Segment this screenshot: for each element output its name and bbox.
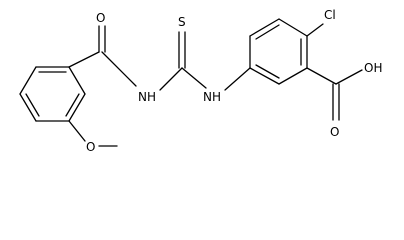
bond	[255, 24, 280, 40]
carboxyl-oxygen-label: O	[330, 125, 339, 139]
thio-nh-label: NH	[203, 90, 221, 104]
bond	[68, 120, 86, 142]
bond	[249, 67, 280, 85]
bond	[255, 64, 280, 79]
bond	[68, 66, 86, 95]
bond	[68, 93, 86, 122]
bond	[306, 67, 337, 85]
bond	[278, 67, 308, 85]
bond	[181, 67, 207, 89]
bond	[68, 51, 100, 68]
amide-nh-label: NH	[138, 90, 156, 104]
bond	[25, 93, 40, 117]
bond	[224, 67, 251, 91]
chlorine-label: Cl	[324, 8, 336, 22]
structure-diagram: O O NH S NH Cl OH O	[19, 8, 382, 154]
chlorobenzoic-ring	[249, 18, 308, 85]
methoxyphenyl-ring	[19, 66, 86, 122]
bond	[278, 18, 308, 37]
carbonyl-oxygen-label: O	[96, 11, 105, 25]
bond	[101, 51, 137, 87]
bond	[19, 66, 37, 95]
bond	[249, 18, 280, 37]
thio-sulfur-label: S	[178, 15, 186, 29]
bond	[306, 23, 324, 37]
methoxy-oxygen-label: O	[86, 140, 95, 154]
molecule-drawing: O O NH S NH Cl OH O	[19, 8, 382, 154]
bond	[335, 69, 363, 85]
bond	[19, 93, 37, 122]
bond	[159, 67, 183, 91]
bond	[65, 93, 80, 117]
carboxyl-oh-label: OH	[364, 61, 382, 75]
